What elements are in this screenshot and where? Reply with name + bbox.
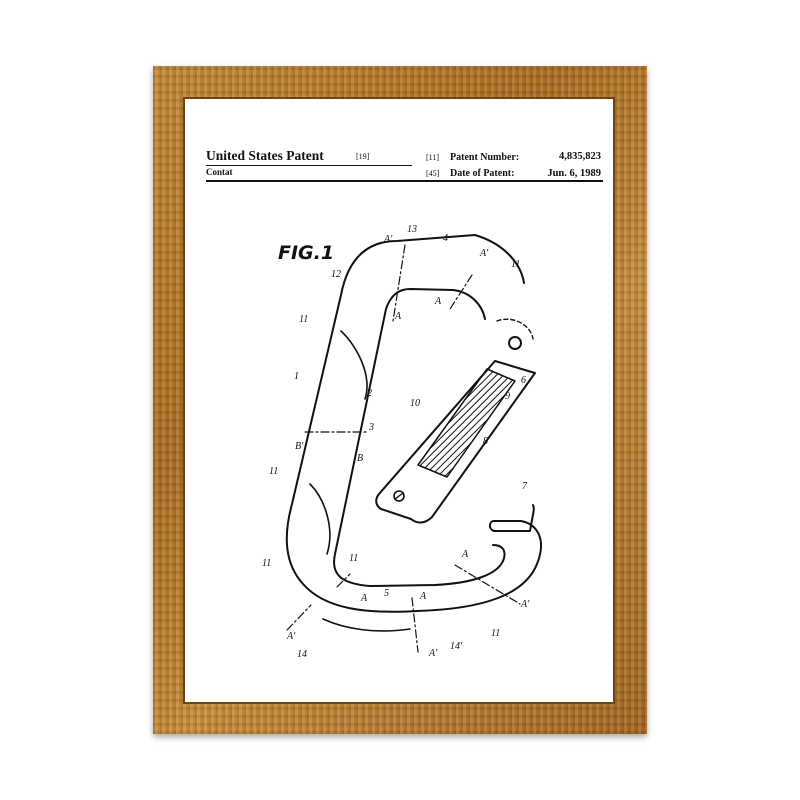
patent-date-label: Date of Patent: <box>450 168 515 179</box>
ref-label: 2 <box>367 388 372 399</box>
gate-hatch <box>417 368 516 478</box>
number-code: [11] <box>426 153 440 162</box>
ref-label: 14 <box>297 649 307 660</box>
ref-label: 11 <box>269 466 278 477</box>
ref-label: 11 <box>511 259 520 270</box>
ref-label: 3 <box>368 422 374 433</box>
title-code: [19] <box>356 152 370 161</box>
ref-label: A <box>394 311 402 322</box>
ref-label: 5 <box>384 588 389 599</box>
patent-number-value: 4,835,823 <box>559 151 601 162</box>
ref-label: 4 <box>443 233 448 244</box>
ref-label: A <box>419 591 427 602</box>
hinge-dashed <box>496 318 534 340</box>
ref-label: A' <box>428 648 438 659</box>
ref-label: 11 <box>349 553 358 564</box>
ref-label: B <box>357 453 363 464</box>
ref-label: A <box>360 593 368 604</box>
carabiner-drawing: FIG.1 13 4 A' A' 11 12 A A 11 6 1 2 9 10… <box>262 224 542 660</box>
carabiner-outer-outline <box>285 234 542 613</box>
ref-label: 1 <box>294 371 299 382</box>
figure-label: FIG.1 <box>278 242 334 264</box>
patent-number-label: Patent Number: <box>450 152 520 163</box>
ref-label: 7 <box>522 481 528 492</box>
gate-rivet <box>393 490 405 502</box>
ref-label: 14' <box>450 641 463 652</box>
patent-title: United States Patent <box>206 148 324 163</box>
ref-label: 11 <box>262 558 271 569</box>
ref-label: A <box>461 549 469 560</box>
date-code: [45] <box>426 169 440 178</box>
ref-label: A <box>434 296 442 307</box>
header-rule-left <box>206 165 412 166</box>
ref-label: 10 <box>410 398 420 409</box>
ref-label: 13 <box>407 224 417 235</box>
patent-date-value: Jun. 6, 1989 <box>547 168 601 179</box>
ref-label: 6 <box>521 375 526 386</box>
ref-label: A' <box>286 631 296 642</box>
carabiner-inner-outline <box>333 288 506 587</box>
ref-label: 9 <box>505 391 510 402</box>
ref-label: 12 <box>331 269 341 280</box>
ref-label: A' <box>479 248 489 259</box>
ref-label: B' <box>295 441 304 452</box>
ref-label: A' <box>383 234 393 245</box>
ref-label: A' <box>520 599 530 610</box>
gate-pivot <box>508 336 522 350</box>
header-rule <box>206 180 603 182</box>
gate-outline <box>375 360 536 524</box>
inventor-name: Contat <box>206 167 233 177</box>
patent-print: United States Patent [19] Contat [11] [4… <box>185 99 613 702</box>
ref-label: 8 <box>483 436 488 447</box>
ref-label: 11 <box>491 628 500 639</box>
ref-label: 11 <box>299 314 308 325</box>
